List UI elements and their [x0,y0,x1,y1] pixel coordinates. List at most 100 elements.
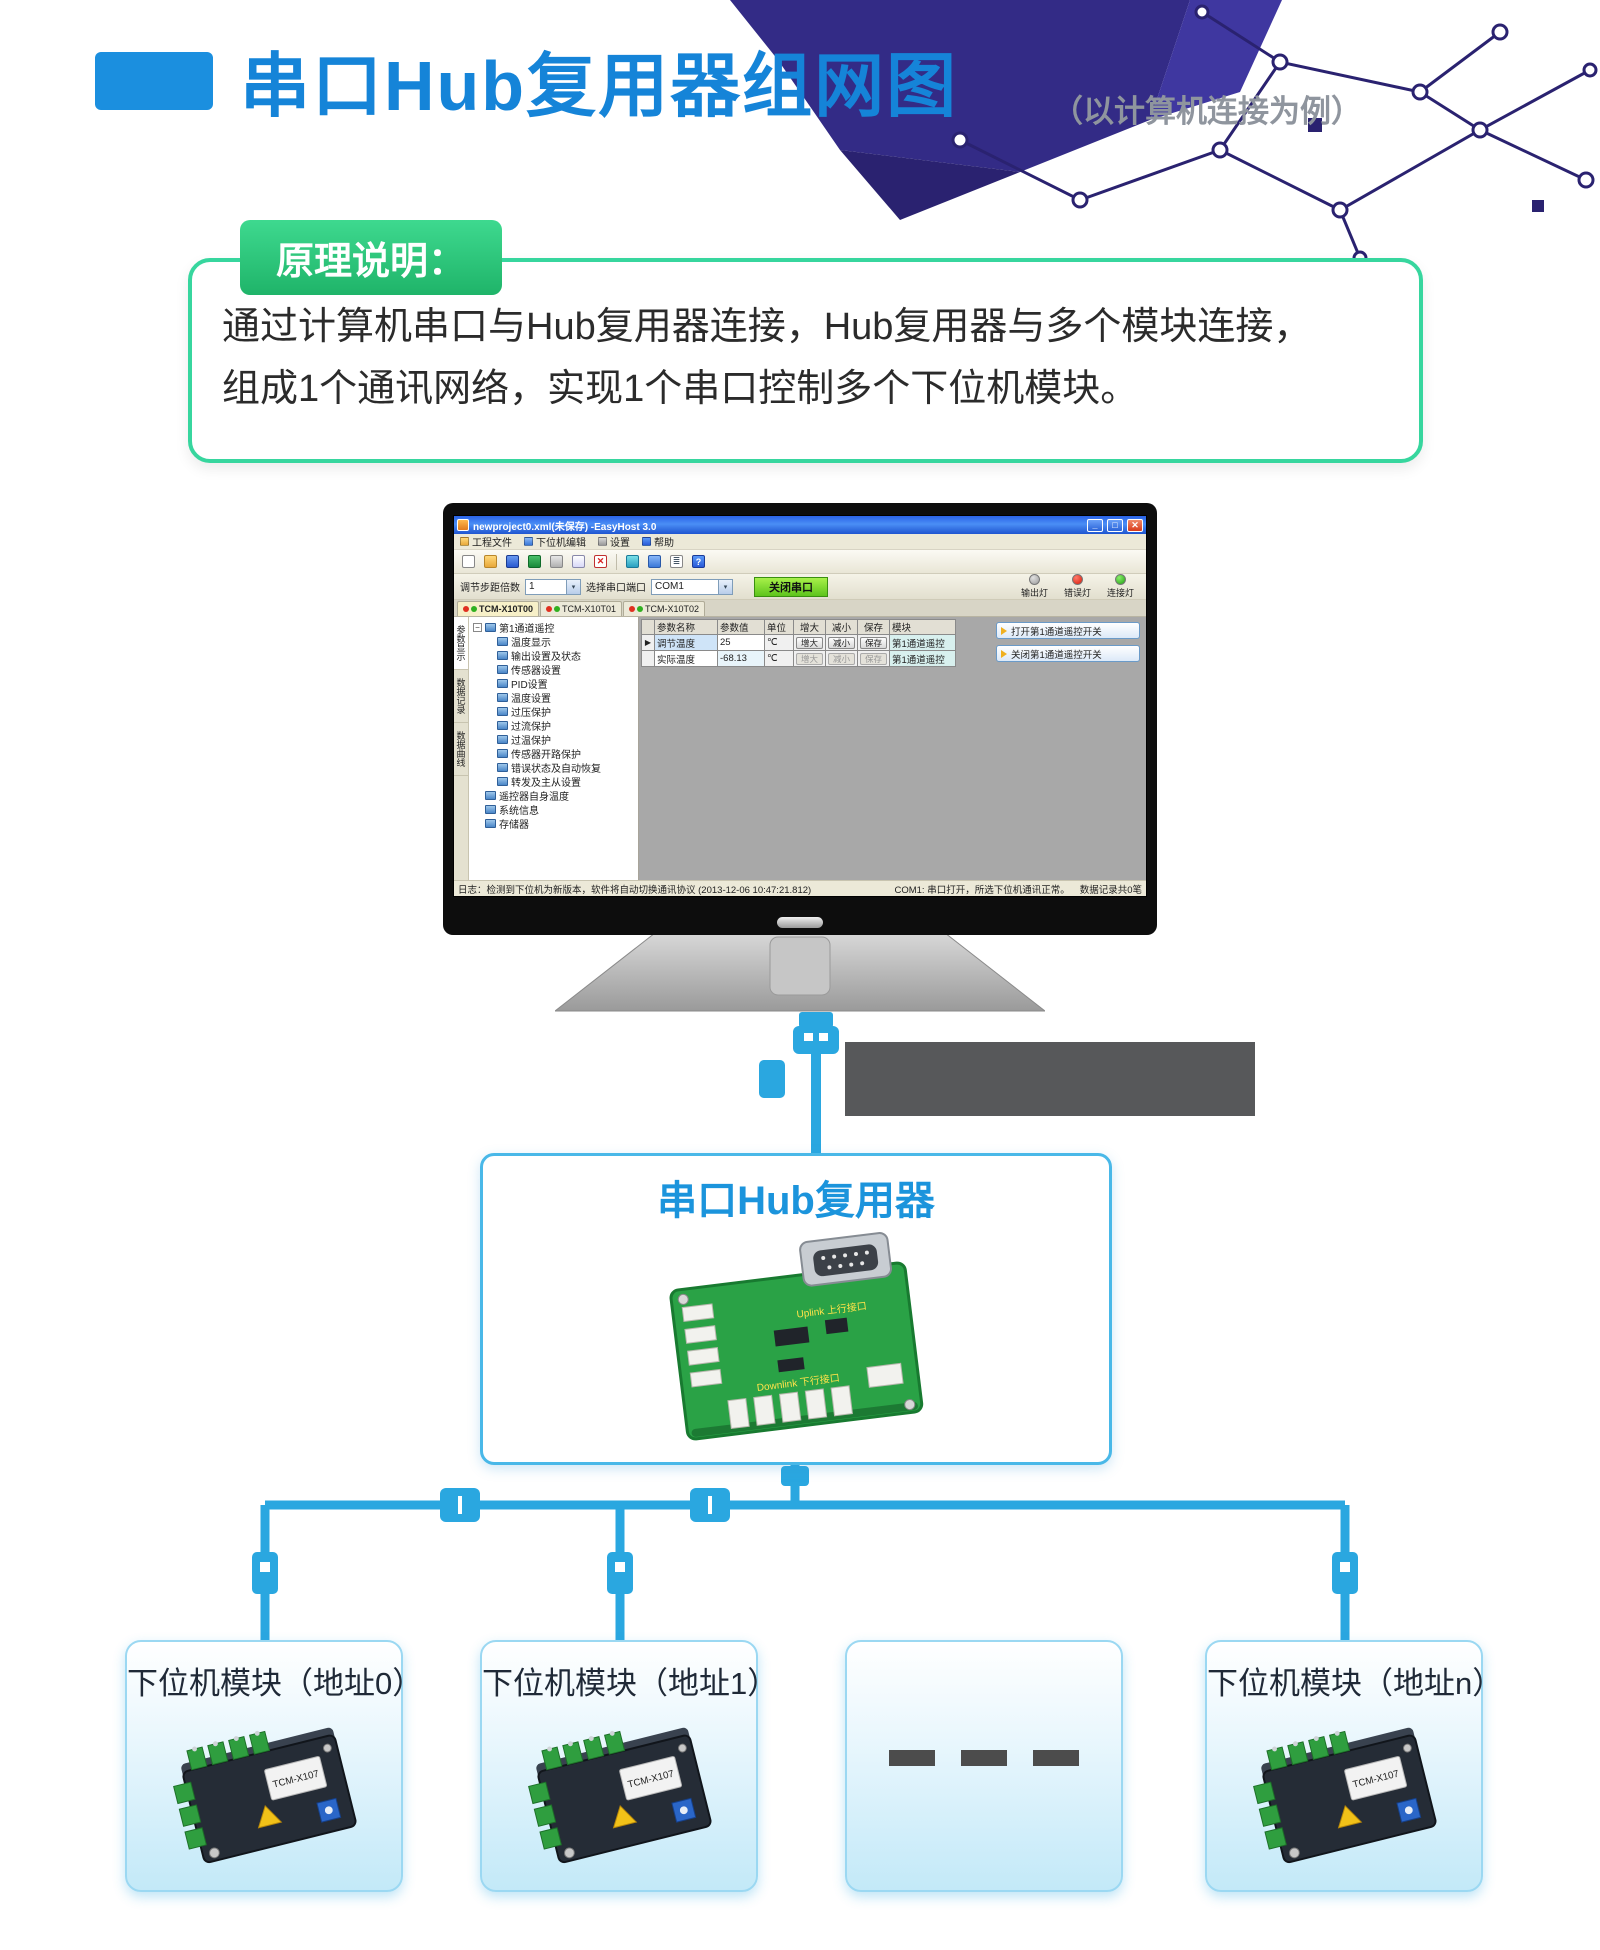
menu-item-project-file[interactable]: 工程文件 [460,534,512,549]
increase-button[interactable]: 增大 [796,636,823,649]
increase-button: 增大 [796,652,823,665]
header-cell: 减小 [825,619,858,635]
menu-item-help[interactable]: 帮助 [642,534,674,549]
serial-port-value: COM1 [655,581,684,592]
tree-item-forward-master-slave[interactable]: 转发及主从设置 [471,774,636,789]
folder-icon [460,537,469,546]
principle-tab: 原理说明： [240,220,503,295]
tree-item-system-info[interactable]: 系统信息 [471,802,636,817]
step-multiplier-select[interactable]: 1 [525,578,581,595]
monitor-screen: newproject0.xml(未保存) -EasyHost 3.0 _ □ ✕… [453,515,1147,897]
menu-item-settings[interactable]: 设置 [598,534,630,549]
module-box-0: 下位机模块（地址0） [125,1640,424,1892]
app-window-title: newproject0.xml(未保存) -EasyHost 3.0 [473,521,657,533]
tree-label: 过压保护 [511,707,551,719]
tab-label: TCM-X10T00 [479,604,534,614]
gray-banner [845,1042,1255,1116]
side-tab-data-record[interactable]: 数据记录 [454,670,468,723]
tree-label: 遥控器自身温度 [499,791,569,803]
error-light-label: 错误灯 [1063,588,1091,598]
tree-item-temp-display[interactable]: 温度显示 [471,634,636,649]
help-icon[interactable] [689,552,708,571]
header-cell: 参数名称 [654,619,718,635]
tab-device-1[interactable]: TCM-X10T01 [540,601,623,616]
gear-icon [598,537,607,546]
tree-item-pid-settings[interactable]: PID设置 [471,676,636,691]
side-tab-param-display[interactable]: 参数显示 [454,617,468,670]
page-title: 串口Hub复用器组网图 [240,47,959,125]
menu-label: 工程文件 [472,538,512,549]
minimize-button[interactable]: _ [1087,518,1103,532]
save-button[interactable]: 保存 [860,636,887,649]
copy-icon[interactable] [569,552,588,571]
folder-icon [497,762,508,772]
output-light: 输出灯 [1021,574,1048,599]
maximize-button[interactable]: □ [1107,518,1123,532]
serial-port-select[interactable]: COM1 [651,578,733,595]
tree-item-error-recovery[interactable]: 错误状态及自动恢复 [471,760,636,775]
module-device-image [163,1712,358,1868]
tree-item-overtemp-protect[interactable]: 过温保护 [471,732,636,747]
ellipsis-dash [1033,1750,1079,1766]
new-file-icon[interactable] [459,552,478,571]
module-box-1: 下位机模块（地址1） [480,1640,779,1892]
module-title: 下位机模块（地址1） [482,1666,779,1701]
table-row: 实际温度 -68.13 ℃ 增大 减小 保存 第1通道遥控 [641,650,956,667]
tree-item-sensor-open-protect[interactable]: 传感器开路保护 [471,746,636,761]
save-icon[interactable] [503,552,522,571]
app-controls-row: 调节步距倍数 1 选择串口端口 COM1 关闭串口 输出灯 错误灯 连接灯 [454,574,1146,600]
menu-label: 帮助 [654,538,674,549]
folder-icon [485,804,496,814]
param-value-input[interactable]: 25 [717,634,765,651]
tab-device-0[interactable]: TCM-X10T00 [457,601,540,616]
hub-pcb-image: Uplink 上行接口 Downlink 下行接口 [669,1232,924,1441]
connect-light-label: 连接灯 [1106,588,1134,598]
header-cell: 增大 [793,619,826,635]
tab-label: TCM-X10T01 [562,604,617,614]
decrease-button: 减小 [828,652,855,665]
row-marker [641,650,655,667]
close-serial-button[interactable]: 关闭串口 [754,576,828,597]
folder-icon [497,776,508,786]
app-menubar: 工程文件 下位机编辑 设置 帮助 [454,534,1146,550]
module-box-ellipsis [845,1640,1123,1892]
edit-pen-icon[interactable] [645,552,664,571]
param-unit-cell: ℃ [764,650,794,667]
tree-item-temp-settings[interactable]: 温度设置 [471,690,636,705]
open-file-icon[interactable] [481,552,500,571]
folder-icon [497,692,508,702]
channel-switch-buttons: 打开第1通道遥控开关 关闭第1通道遥控开关 [996,622,1140,662]
tree-item-sensor-settings[interactable]: 传感器设置 [471,662,636,677]
open-channel1-switch-button[interactable]: 打开第1通道遥控开关 [996,622,1140,639]
param-content-area: 参数名称 参数值 单位 增大 减小 保存 模块 ▶ 调节温度 [639,617,1146,880]
connect-light: 连接灯 [1107,574,1134,599]
tree-item-overcurrent-protect[interactable]: 过流保护 [471,718,636,733]
tree-item-overvoltage-protect[interactable]: 过压保护 [471,704,636,719]
tree-item-root[interactable]: 第1通道遥控 [471,620,636,635]
hub-title: 串口Hub复用器 [657,1179,935,1223]
tab-device-2[interactable]: TCM-X10T02 [623,601,706,616]
app-titlebar: newproject0.xml(未保存) -EasyHost 3.0 _ □ ✕ [454,516,1146,534]
app-icon [457,519,469,531]
monitor-stand [555,933,1045,1012]
tree-label: 传感器开路保护 [511,749,581,761]
module-device-image [1243,1712,1438,1868]
decrease-button[interactable]: 减小 [828,636,855,649]
param-table: 参数名称 参数值 单位 增大 减小 保存 模块 ▶ 调节温度 [641,619,956,667]
folder-icon [497,650,508,660]
module-title: 下位机模块（地址0） [127,1666,424,1701]
menu-item-slave-edit[interactable]: 下位机编辑 [524,534,586,549]
collapse-icon[interactable] [473,622,482,632]
list-icon[interactable] [667,552,686,571]
ellipsis-dash [961,1750,1007,1766]
print-icon[interactable] [547,552,566,571]
side-tab-data-curve[interactable]: 数据曲线 [454,723,468,776]
tree-item-self-temp[interactable]: 遥控器自身温度 [471,788,636,803]
chart-icon[interactable] [623,552,642,571]
close-button[interactable]: ✕ [1127,518,1143,532]
tree-item-output-settings[interactable]: 输出设置及状态 [471,648,636,663]
close-channel1-switch-button[interactable]: 关闭第1通道遥控开关 [996,645,1140,662]
delete-icon[interactable] [591,552,610,571]
excel-export-icon[interactable] [525,552,544,571]
tree-item-storage[interactable]: 存储器 [471,816,636,831]
